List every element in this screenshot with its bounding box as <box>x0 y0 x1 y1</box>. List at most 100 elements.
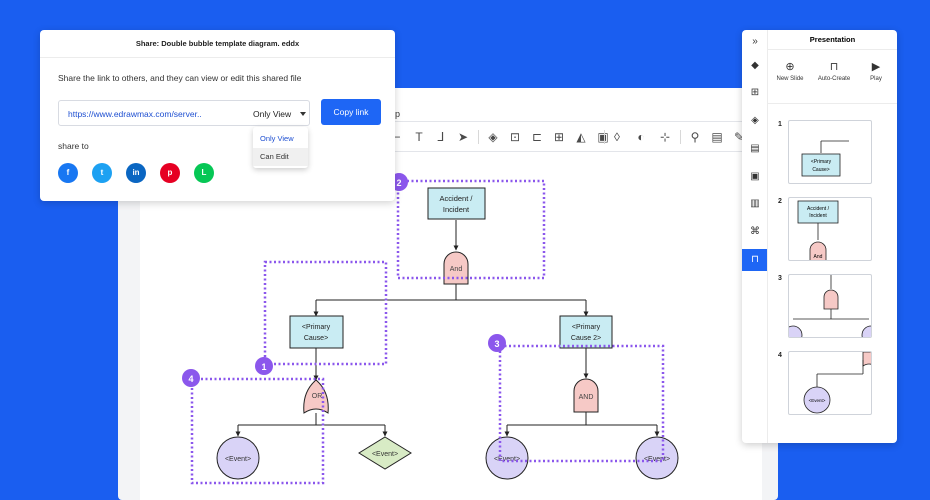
mindmap-icon[interactable]: ⌘ <box>750 226 760 237</box>
image-icon[interactable]: ▣ <box>597 130 609 144</box>
event-label-2: <Event> <box>494 456 520 463</box>
line-icon[interactable]: ⅃ <box>437 130 445 144</box>
primary-cause-2-label-1: <Primary <box>572 324 601 331</box>
svg-text:Cause>: Cause> <box>812 167 829 173</box>
presentation-tab[interactable] <box>742 249 767 271</box>
share-description: Share the link to others, and they can v… <box>58 73 302 83</box>
pen-icon[interactable]: ✎ <box>733 130 745 144</box>
grid-icon[interactable]: ⊞ <box>750 87 760 98</box>
line-icon[interactable]: L <box>194 163 214 183</box>
option-can-edit[interactable]: Can Edit <box>253 148 308 166</box>
presentation-icon[interactable]: ⊓ <box>751 254 759 265</box>
callout-badge-4: 4 <box>182 369 200 387</box>
primary-cause-2-label-2: Cause 2> <box>571 335 601 342</box>
selection-outlines <box>190 179 665 485</box>
and-gate-2[interactable] <box>573 378 599 413</box>
crop-icon[interactable]: ⊡ <box>509 130 521 144</box>
page-icon[interactable]: ▤ <box>750 143 760 154</box>
fill-icon[interactable]: ◆ <box>751 60 759 71</box>
share-dialog-title: Share: Double bubble template diagram. e… <box>40 30 395 58</box>
share-link-url[interactable]: https://www.edrawmax.com/server.. <box>68 109 202 119</box>
connectors <box>235 220 660 437</box>
primary-cause-1-box[interactable] <box>289 315 344 349</box>
side-toolbar: » ◆ ⊞ ◈ ▤ ▣ ▥ ⌘ ⊓ <box>742 30 768 443</box>
event-label-1: <Event> <box>225 456 251 463</box>
slide-thumbnail-3[interactable] <box>788 274 872 338</box>
svg-text:4: 4 <box>188 374 193 384</box>
slide-number-1: 1 <box>778 121 782 128</box>
slide-thumbnail-2[interactable]: Accident / Incident And <box>788 197 872 261</box>
toolbar-divider <box>680 130 681 144</box>
grid-icon[interactable]: ⊞ <box>553 130 565 144</box>
option-only-view[interactable]: Only View <box>260 134 294 143</box>
align-icon[interactable]: ⊏ <box>531 130 543 144</box>
shape-style-icon[interactable]: ◐ <box>637 130 645 144</box>
connector-icon[interactable]: ⌐ <box>393 130 401 144</box>
and-gate-2-label: AND <box>579 394 594 401</box>
play-label: Play <box>870 76 882 82</box>
svg-text:<Primary: <Primary <box>811 159 832 165</box>
svg-text:1: 1 <box>261 362 266 372</box>
layers-icon[interactable]: ◈ <box>751 115 759 126</box>
event-circle-2[interactable] <box>485 436 529 480</box>
accident-box[interactable] <box>427 187 486 220</box>
primary-cause-1-label-2: Cause> <box>304 335 328 342</box>
add-icon: ⊕ <box>785 61 795 73</box>
svg-text:3: 3 <box>494 339 499 349</box>
search-icon[interactable]: ⚲ <box>690 130 700 144</box>
permission-dropdown: Only View Can Edit <box>253 127 308 168</box>
slide-number-4: 4 <box>778 352 782 359</box>
and-gate-top[interactable] <box>443 251 469 285</box>
twitter-icon[interactable]: t <box>92 163 112 183</box>
slide-number-2: 2 <box>778 198 782 205</box>
or-gate-label: OR <box>312 393 323 400</box>
primary-cause-2-box[interactable] <box>559 315 613 349</box>
event-diamond[interactable] <box>358 436 412 470</box>
slide-thumbnail-4[interactable]: <Event> <box>788 351 872 415</box>
new-slide-button[interactable]: ⊕ New Slide <box>768 60 812 82</box>
copy-link-button[interactable]: Copy link <box>321 99 381 125</box>
auto-create-icon: ⊓ <box>829 61 839 73</box>
play-button[interactable]: ▶ Play <box>854 60 898 82</box>
presentation-panel: » ◆ ⊞ ◈ ▤ ▣ ▥ ⌘ ⊓ Presentation ⊕ New Sli… <box>742 30 897 443</box>
primary-cause-1-label-1: <Primary <box>302 324 331 331</box>
crop-tool-icon[interactable]: ⊹ <box>659 130 671 144</box>
slide-thumbnail-1[interactable]: <Primary Cause> <box>788 120 872 184</box>
pointer-icon[interactable]: ➤ <box>457 130 469 144</box>
image-icon[interactable]: ▣ <box>750 171 760 182</box>
event-diamond-label: <Event> <box>372 451 398 458</box>
event-circle-1[interactable] <box>216 436 260 480</box>
svg-text:2: 2 <box>396 178 401 188</box>
event-label-3: <Event> <box>644 456 670 463</box>
svg-text:Accident /: Accident / <box>807 206 830 212</box>
chart-icon[interactable]: ▥ <box>750 198 760 209</box>
collapse-icon[interactable]: » <box>752 36 758 47</box>
event-circle-3[interactable] <box>635 436 679 480</box>
facebook-icon[interactable]: f <box>58 163 78 183</box>
permission-select[interactable]: Only View <box>253 109 292 119</box>
selection-outline-1 <box>263 260 388 366</box>
selection-outline-2 <box>396 179 546 280</box>
chevron-down-icon[interactable] <box>300 112 306 116</box>
presentation-divider <box>768 103 897 104</box>
svg-text:<Event>: <Event> <box>809 398 826 403</box>
menu-help[interactable]: lp <box>393 109 401 119</box>
auto-create-label: Auto-Create <box>817 76 851 82</box>
selection-outline-4 <box>190 377 325 485</box>
linkedin-icon[interactable]: in <box>126 163 146 183</box>
document-icon[interactable]: ▤ <box>711 130 723 144</box>
play-icon: ▶ <box>871 61 881 73</box>
flip-icon[interactable]: ◭ <box>576 130 586 144</box>
presentation-title: Presentation <box>768 30 897 50</box>
and-gate-top-label: And <box>450 266 463 273</box>
layers-icon[interactable]: ◈ <box>488 130 498 144</box>
fill-color-icon[interactable]: ◊ <box>614 130 620 144</box>
accident-label-1: Accident / <box>440 194 474 203</box>
callout-badge-1: 1 <box>255 357 273 375</box>
pinterest-icon[interactable]: p <box>160 163 180 183</box>
share-link-field[interactable]: https://www.edrawmax.com/server.. Only V… <box>58 100 310 126</box>
svg-text:And: And <box>814 254 823 260</box>
text-icon[interactable]: T <box>415 130 423 144</box>
auto-create-button[interactable]: ⊓ Auto-Create <box>812 60 856 82</box>
